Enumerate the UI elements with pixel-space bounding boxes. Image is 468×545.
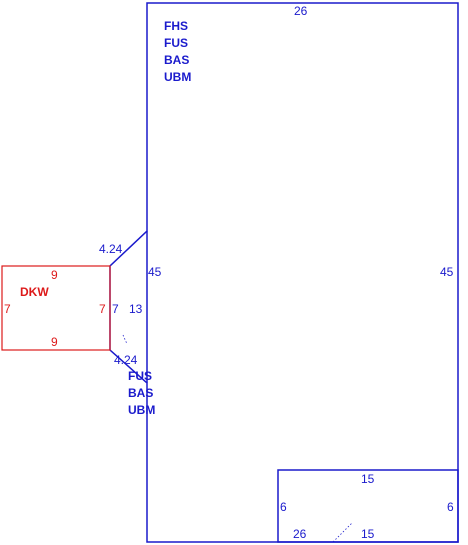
cutout-outline: [277, 469, 459, 543]
main-label-3: BAS: [164, 53, 189, 67]
main-label-1: FHS: [164, 19, 188, 33]
cutout-dim-right: 6: [447, 500, 454, 514]
main-dim-left: 45: [148, 265, 162, 279]
main-dim-right: 45: [440, 265, 454, 279]
dormer-dim-depth: 13: [129, 302, 143, 316]
cutout-dim-left: 6: [280, 500, 287, 514]
main-area-outline: [109, 2, 459, 543]
red-dim-left: 7: [4, 302, 11, 316]
dormer-label-1: FUS: [128, 369, 152, 383]
main-dim-top: 26: [294, 4, 308, 18]
red-dim-top: 9: [51, 268, 58, 282]
dotted-guide-dormer: [122, 334, 128, 345]
red-area-outline: [1, 265, 111, 351]
cutout-dim-bottom: 15: [361, 527, 375, 541]
main-dim-bottom: 26: [293, 527, 307, 541]
red-label: DKW: [20, 285, 49, 299]
dotted-guide-cutout: [332, 522, 353, 543]
dormer-dim-bottom-slope: 4.24: [114, 353, 138, 367]
main-label-4: UBM: [164, 70, 191, 84]
red-dim-bottom: 9: [51, 335, 58, 349]
red-dim-right: 7: [99, 302, 106, 316]
cutout-dim-top: 15: [361, 472, 375, 486]
dormer-dim-inner: 7: [112, 302, 119, 316]
main-label-2: FUS: [164, 36, 188, 50]
dormer-label-3: UBM: [128, 403, 155, 417]
dormer-dim-top-slope: 4.24: [99, 242, 123, 256]
dormer-label-2: BAS: [128, 386, 153, 400]
